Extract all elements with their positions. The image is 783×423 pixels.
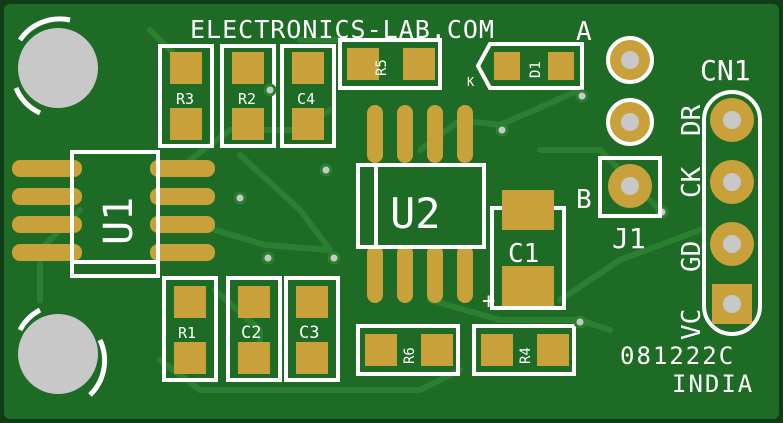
c1: C1 + [482,190,566,314]
jumper-side-a: A [576,17,592,47]
svg-text:R1: R1 [178,324,196,342]
pin-label-dr: DR [677,104,707,136]
d1: D1 K [467,42,584,90]
mounting-hole-bottom [17,307,108,397]
svg-text:C4: C4 [297,90,315,108]
vias [233,83,669,329]
u2-pads [367,105,473,303]
r5: R5 [338,38,442,90]
footer-country: INDIA [672,370,754,398]
pin-label-ck: CK [677,166,707,198]
j1 [598,36,662,218]
mounting-hole-top [13,16,98,116]
r4: R4 [472,324,576,376]
pin-label-vc: VC [677,309,707,340]
c4: C4 [280,44,336,148]
r1: R1 [162,276,218,382]
svg-text:R3: R3 [176,90,194,108]
r2: R2 [220,44,276,148]
svg-text:C1: C1 [508,239,539,269]
svg-text:R5: R5 [374,59,390,76]
jumper-label: J1 [612,222,646,255]
pin-label-gd: GD [677,241,707,272]
svg-text:K: K [467,75,475,89]
svg-text:R2: R2 [238,90,256,108]
r3: R3 [158,44,214,148]
c2: C2 [226,276,282,382]
u2-label: U2 [390,189,441,238]
u1-label: U1 [96,197,142,245]
svg-text:C2: C2 [241,323,261,343]
connector-label: CN1 [700,54,751,87]
c3: C3 [284,276,340,382]
u1-outline [70,150,160,278]
svg-text:R6: R6 [402,347,418,364]
svg-text:C3: C3 [299,323,319,343]
svg-text:D1: D1 [528,61,544,78]
svg-text:R4: R4 [518,347,534,364]
u1-pads [12,160,215,261]
jumper-side-b: B [576,185,592,215]
footer-code: 081222C [620,342,735,370]
r6: R6 [356,324,460,376]
cn1 [702,90,762,336]
u2-outline [356,163,486,249]
polarity-mark: + [482,289,495,314]
